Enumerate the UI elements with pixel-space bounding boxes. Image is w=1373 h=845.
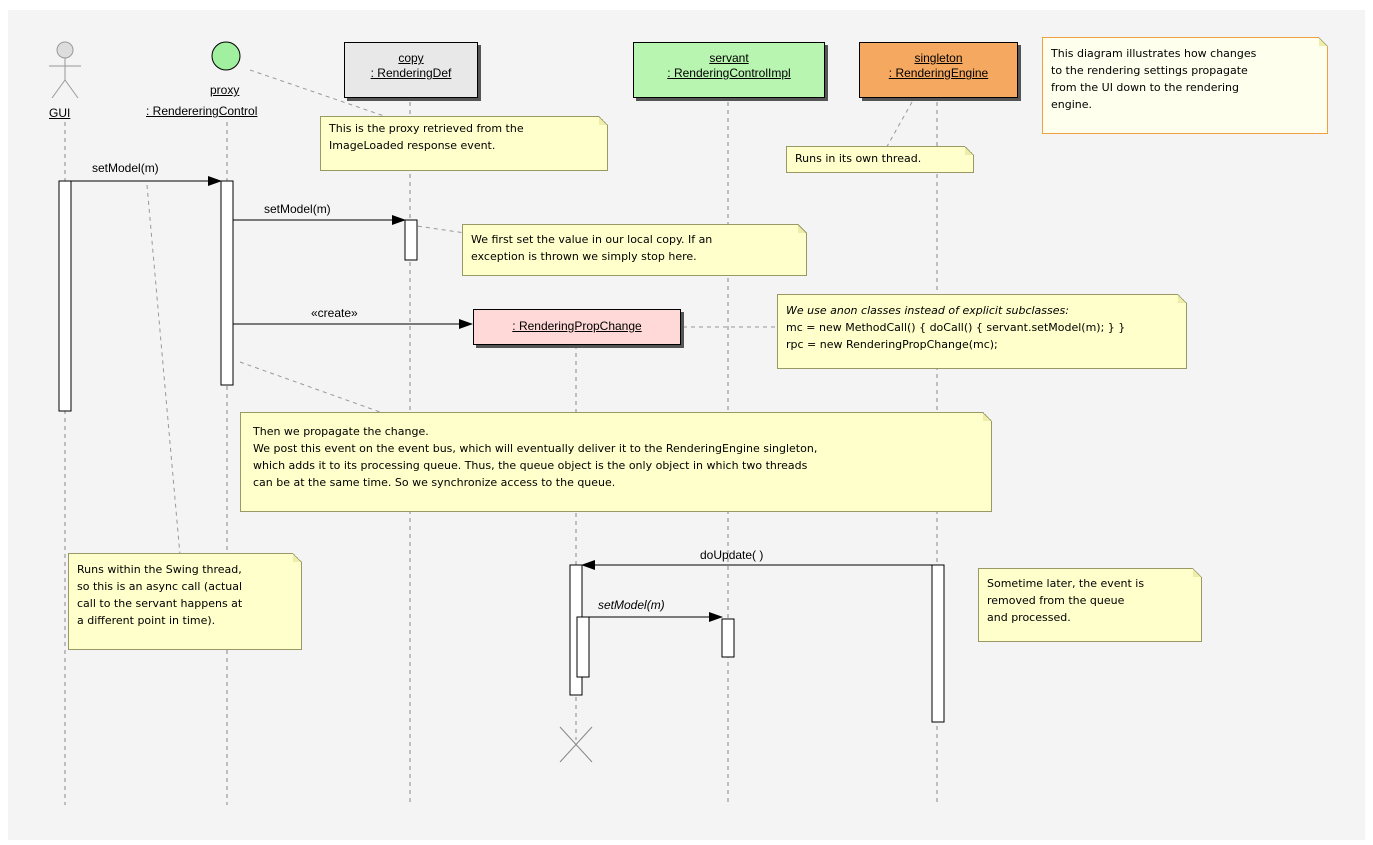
note-swing-line: a different point in time). bbox=[77, 614, 216, 627]
activation-singleton bbox=[931, 564, 945, 723]
activation-copy bbox=[404, 219, 418, 261]
note-copy-line: exception is thrown we simply stop here. bbox=[471, 250, 697, 263]
note-swing-line: so this is an async call (actual bbox=[77, 580, 243, 593]
msg-label-m1: setModel(m) bbox=[92, 161, 159, 175]
servant-type: : RenderingControlImpl bbox=[667, 66, 791, 80]
msg-label-m2: setModel(m) bbox=[264, 202, 331, 216]
note-diagram-line: This diagram illustrates how changes bbox=[1051, 47, 1257, 60]
note-swing: Runs within the Swing thread, so this is… bbox=[68, 553, 302, 650]
note-proxy: This is the proxy retrieved from the Ima… bbox=[320, 116, 608, 171]
activation-servant bbox=[721, 618, 735, 658]
lifeline-head-copy: copy : RenderingDef bbox=[344, 42, 478, 98]
singleton-type: : RenderingEngine bbox=[888, 66, 989, 80]
note-copy: We first set the value in our local copy… bbox=[462, 224, 807, 276]
singleton-name: singleton bbox=[914, 51, 963, 65]
note-proxy-line: This is the proxy retrieved from the bbox=[329, 122, 524, 135]
activation-proxy bbox=[220, 180, 234, 386]
note-swing-line: Runs within the Swing thread, bbox=[77, 563, 242, 576]
msg-label-m4: doUpdate( ) bbox=[700, 548, 764, 562]
note-propagate-line: Then we propagate the change. bbox=[253, 425, 429, 438]
note-propagate-line: We post this event on the event bus, whi… bbox=[253, 442, 818, 455]
lifeline-head-servant: servant : RenderingControlImpl bbox=[633, 42, 825, 98]
note-diagram-line: engine. bbox=[1051, 98, 1093, 111]
note-later-line: removed from the queue bbox=[987, 594, 1125, 607]
propchange-name: : RenderingPropChange bbox=[512, 319, 642, 333]
note-proxy-line: ImageLoaded response event. bbox=[329, 139, 496, 152]
note-diagram-line: to the rendering settings propagate bbox=[1051, 64, 1248, 77]
copy-type: : RenderingDef bbox=[370, 66, 452, 80]
note-later-line: and processed. bbox=[987, 611, 1071, 624]
note-later-line: Sometime later, the event is bbox=[987, 577, 1145, 590]
copy-name: copy bbox=[398, 51, 424, 65]
note-copy-line: We first set the value in our local copy… bbox=[471, 233, 713, 246]
actor-figure bbox=[49, 41, 81, 99]
note-later: Sometime later, the event is removed fro… bbox=[978, 568, 1202, 642]
proxy-boundary-circle bbox=[211, 41, 241, 71]
activation-gui bbox=[58, 180, 72, 412]
lifeline-head-propchange: : RenderingPropChange bbox=[473, 309, 681, 345]
note-thread: Runs in its own thread. bbox=[786, 146, 974, 173]
note-anon-line: We use anon classes instead of explicit … bbox=[786, 304, 1069, 317]
note-propagate: Then we propagate the change. We post th… bbox=[240, 412, 992, 512]
note-thread-line: Runs in its own thread. bbox=[795, 152, 922, 165]
proxy-label-line2: : RendereringControl bbox=[146, 104, 258, 118]
actor-gui-label: GUI bbox=[49, 106, 71, 120]
note-diagram-line: from the UI down to the rendering bbox=[1051, 81, 1240, 94]
msg-label-m5: setModel(m) bbox=[598, 598, 665, 612]
activation-propchange-2 bbox=[576, 616, 590, 678]
destroy-mark bbox=[559, 726, 593, 763]
note-swing-line: call to the servant happens at bbox=[77, 597, 243, 610]
note-anon: We use anon classes instead of explicit … bbox=[777, 294, 1187, 369]
msg-label-m3: «create» bbox=[311, 306, 358, 320]
note-anon-line: rpc = new RenderingPropChange(mc); bbox=[786, 338, 998, 351]
lifeline-head-singleton: singleton : RenderingEngine bbox=[859, 42, 1018, 98]
proxy-label-line1: proxy bbox=[210, 83, 240, 97]
note-anon-line: mc = new MethodCall() { doCall() { serva… bbox=[786, 321, 1126, 334]
servant-name: servant bbox=[709, 51, 749, 65]
note-propagate-line: can be at the same time. So we synchroni… bbox=[253, 476, 616, 489]
note-propagate-line: which adds it to its processing queue. T… bbox=[253, 459, 808, 472]
note-diagram: This diagram illustrates how changes to … bbox=[1042, 37, 1328, 134]
